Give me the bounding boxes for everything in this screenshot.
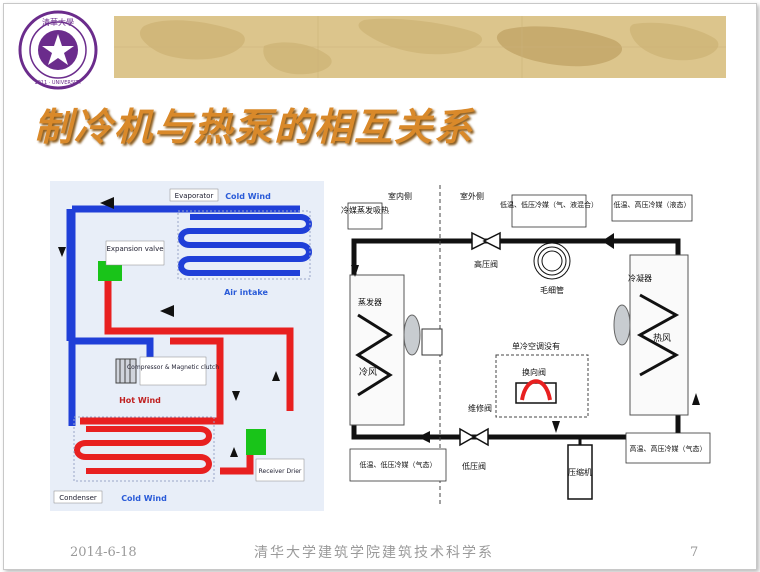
low-temp-gas-liquid-label: 低温、低压冷媒（气、液混合）	[500, 200, 598, 209]
high-pressure-valve-label: 高压阀	[474, 259, 498, 269]
car-ac-diagram: Evaporator Cold Wind Expansion valve Air…	[50, 181, 324, 511]
evaporator-coil	[178, 214, 312, 276]
condenser-unit	[629, 254, 689, 416]
logo-text-bottom: 1911 · UNIVERSITY	[34, 80, 82, 86]
cold-wind-bottom-label: Cold Wind	[121, 494, 167, 503]
evaporator-label-cn: 蒸发器	[358, 297, 382, 307]
reversing-valve-box	[495, 354, 589, 418]
hot-wind-label: Hot Wind	[119, 396, 161, 405]
receiver-drier-part	[246, 429, 266, 455]
condenser-coil	[74, 426, 212, 474]
high-temp-gas-label: 高温、高压冷媒（气态）	[630, 444, 707, 453]
cold-wind-top-label: Cold Wind	[225, 192, 271, 201]
evaporator-label: Evaporator	[175, 192, 214, 200]
flow-arrows-right	[351, 233, 700, 443]
slide-title: 制冷机与热泵的相互关系	[34, 104, 475, 149]
high-pressure-valve-icon	[471, 231, 490, 251]
low-temp-gas-label: 低温、低压冷媒（气态）	[360, 460, 437, 469]
air-intake-label: Air intake	[224, 288, 268, 297]
outdoor-side-label: 室外侧	[460, 191, 484, 201]
capillary-label: 毛细管	[540, 285, 564, 295]
footer-date: 2014-6-18	[70, 545, 137, 560]
flow-arrows	[58, 197, 280, 457]
receiver-drier-label: Receiver Drier	[259, 468, 302, 475]
expansion-valve-label: Expansion valve	[106, 245, 163, 253]
footer-institution: 清华大学建筑学院建筑技术科学系	[254, 545, 494, 561]
compressor-label: Compressor & Magnetic clutch	[127, 364, 219, 371]
expansion-valve-part	[98, 261, 122, 281]
evaporator-unit	[349, 274, 405, 426]
condenser-label: Condenser	[59, 494, 97, 502]
heat-pump-diagram: 冷媒蒸发吸热 室内侧 室外侧 低温、低压冷媒（气、液混合） 低温、高压冷媒（液态…	[340, 185, 714, 507]
low-pressure-valve-icon	[459, 427, 476, 447]
university-logo: 清華大學 1911 · UNIVERSITY	[18, 10, 98, 90]
capillary-coil	[541, 250, 563, 272]
indoor-fan	[403, 314, 421, 356]
cooling-only-label: 单冷空调没有	[512, 341, 560, 351]
outdoor-fan	[613, 304, 631, 346]
cold-wind-cn-label: 冷风	[359, 366, 377, 378]
high-temp-liquid-label: 低温、高压冷媒（液态）	[614, 200, 691, 209]
evap-absorb-label: 冷媒蒸发吸热	[341, 205, 389, 215]
hot-wind-cn-label: 热风	[653, 332, 671, 344]
compressor-unit	[567, 444, 593, 500]
low-pressure-valve-label: 低压阀	[462, 461, 486, 471]
compressor-label-cn: 压缩机	[568, 467, 592, 477]
condenser-label-cn: 冷凝器	[628, 273, 652, 283]
compressor-part	[115, 358, 137, 384]
service-valve-label: 维修阀	[468, 403, 492, 413]
reversing-valve-label: 换向阀	[522, 367, 546, 377]
logo-text-top: 清華大學	[42, 17, 74, 27]
world-map-banner	[114, 16, 726, 78]
indoor-side-label: 室内侧	[388, 191, 412, 201]
slide-frame: 清華大學 1911 · UNIVERSITY 制冷机与热泵的相互关系	[3, 3, 757, 570]
page-number: 7	[690, 545, 699, 560]
world-map-graphic	[114, 16, 726, 78]
